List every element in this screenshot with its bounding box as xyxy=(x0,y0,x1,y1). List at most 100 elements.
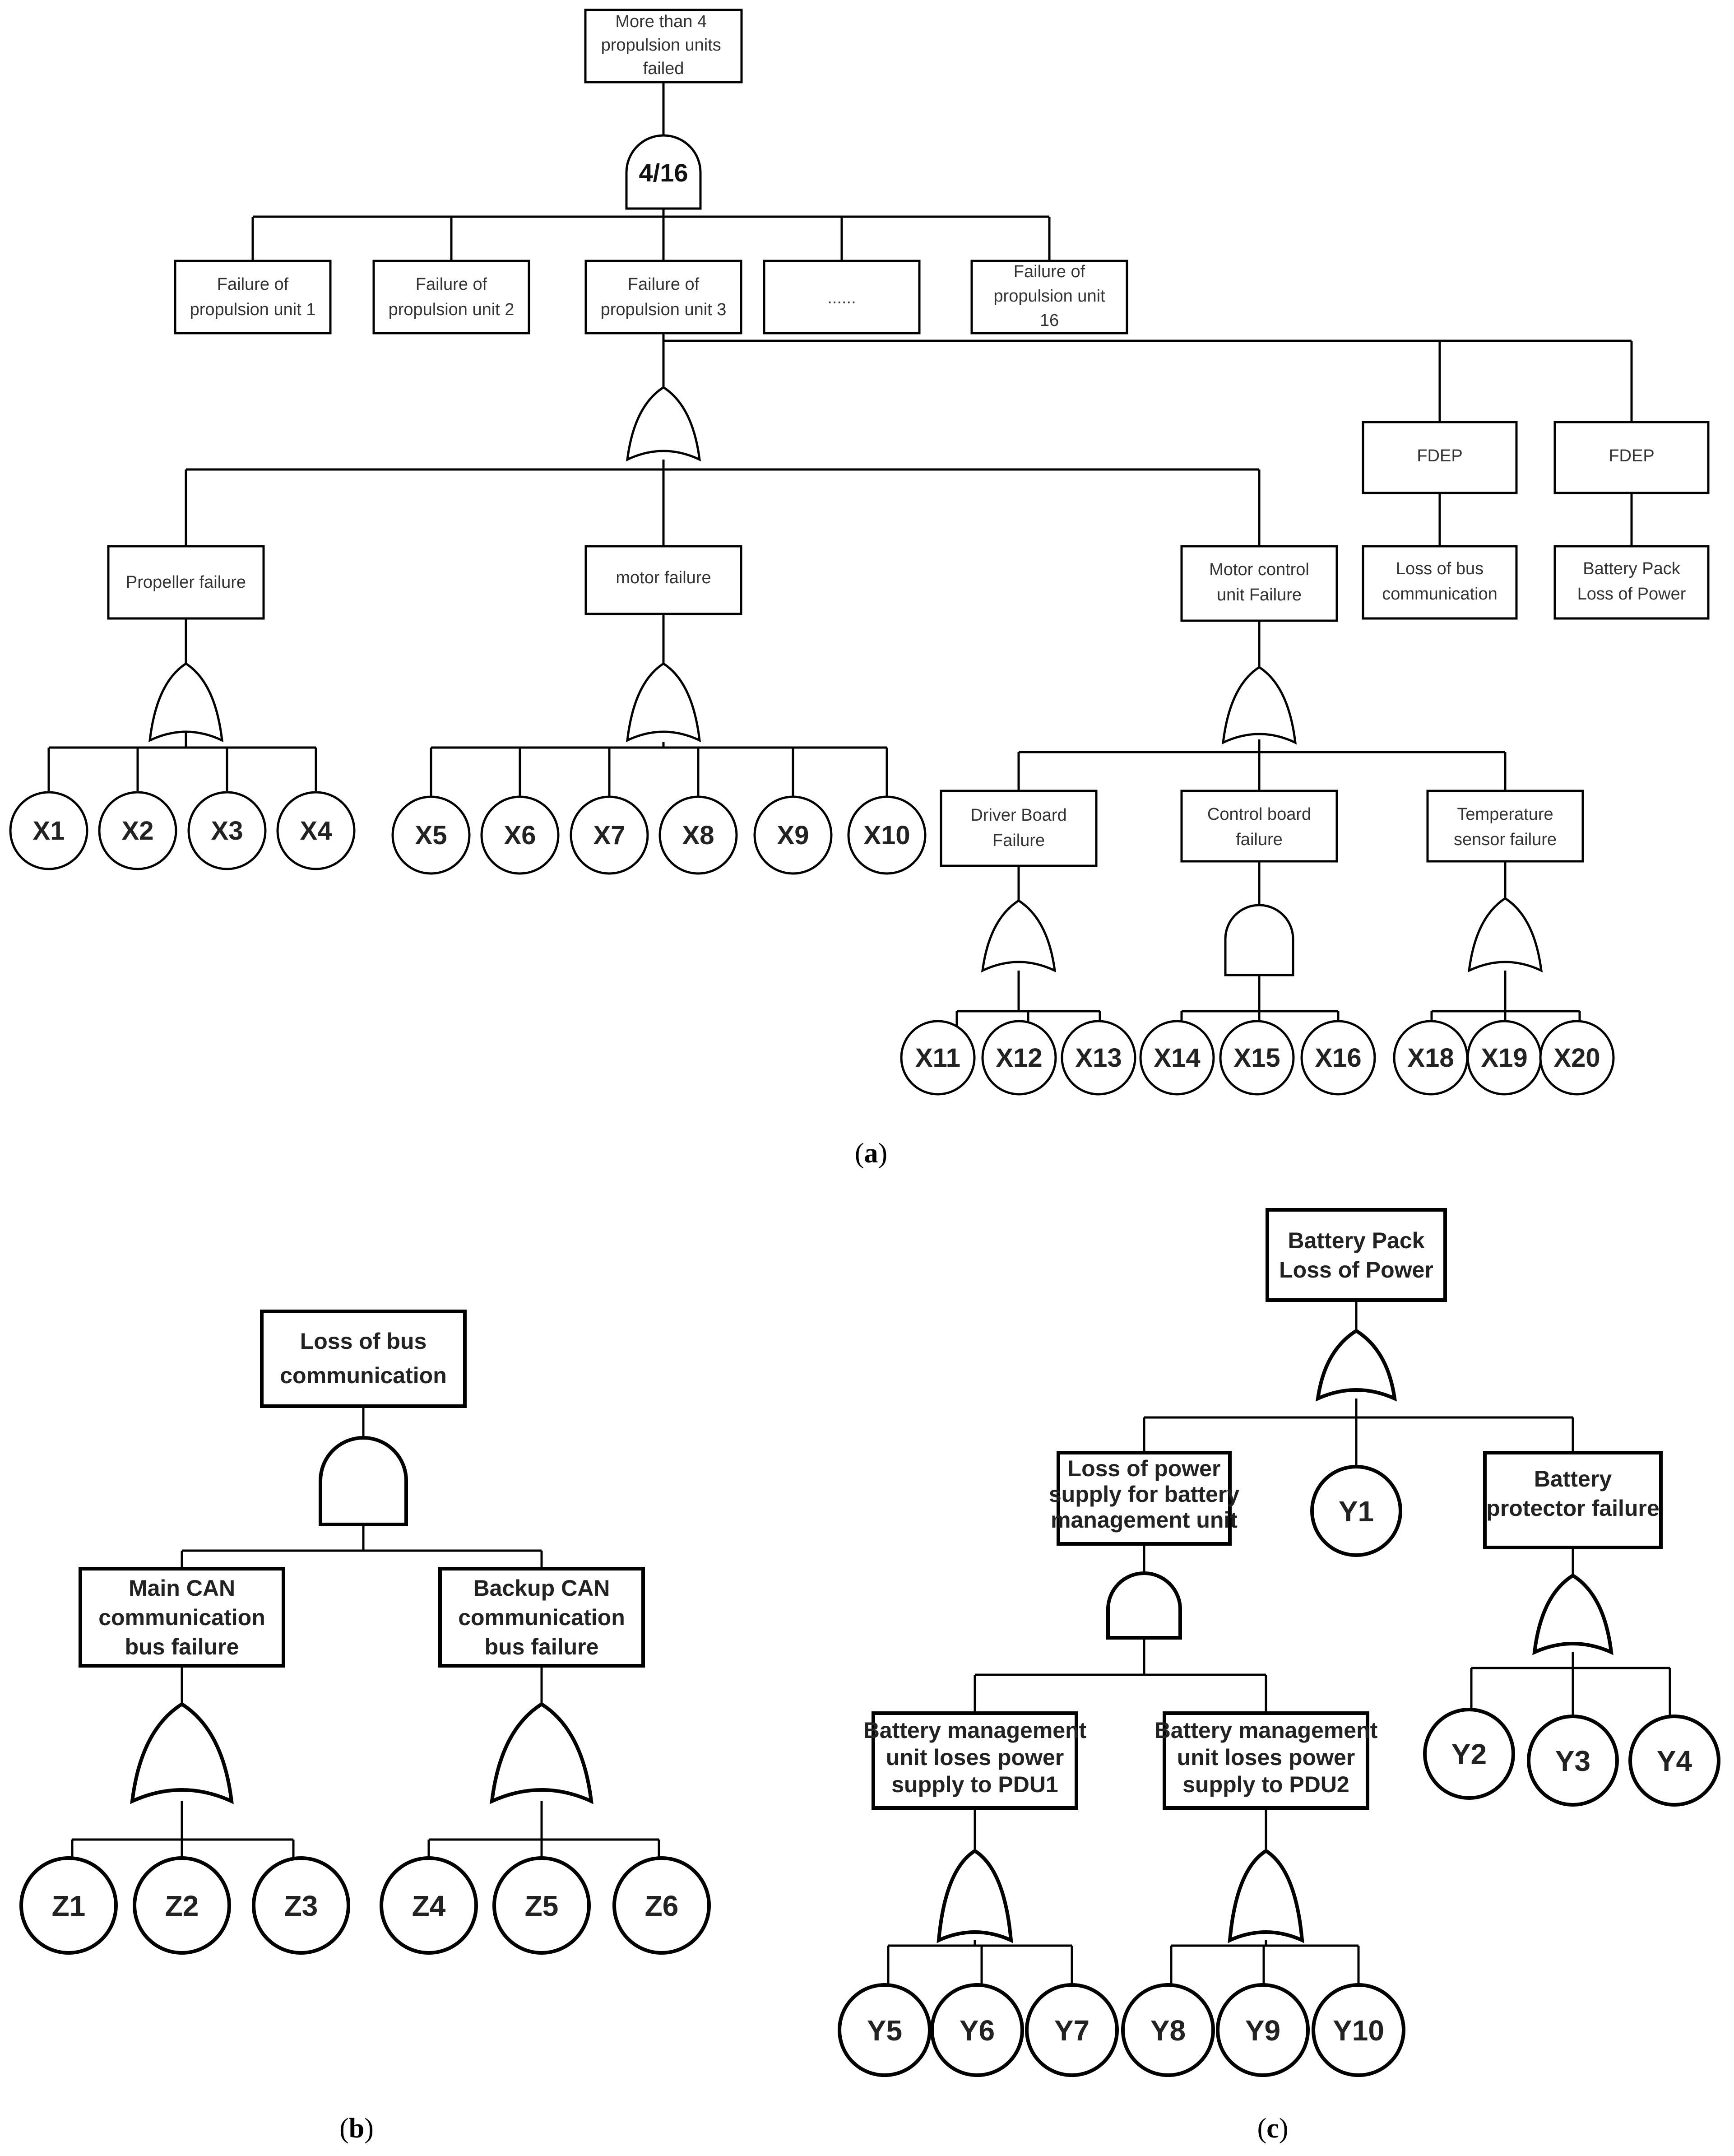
voting-gate-4-of-16: 4/16 xyxy=(625,134,702,210)
driver-board-or-gate xyxy=(981,899,1057,973)
basic-event-x11: X11 xyxy=(900,1020,976,1096)
svg-text:X19: X19 xyxy=(1481,1043,1527,1073)
propeller-failure-box: Propeller failure xyxy=(107,545,265,620)
basic-event-x4: X4 xyxy=(276,791,356,870)
svg-text:X4: X4 xyxy=(300,816,332,846)
svg-text:X8: X8 xyxy=(682,821,714,850)
pdu2-or-gate xyxy=(1228,1849,1304,1943)
caption-a: (a) xyxy=(855,1138,887,1169)
motor-failure-box: motor failure xyxy=(584,545,742,615)
svg-text:X16: X16 xyxy=(1315,1043,1361,1073)
svg-text:Propeller failure: Propeller failure xyxy=(126,573,246,592)
svg-text:......: ...... xyxy=(827,288,856,307)
basic-event-z2: Z2 xyxy=(133,1856,231,1955)
basic-event-y6: Y6 xyxy=(930,1983,1024,2077)
basic-event-z5: Z5 xyxy=(492,1856,591,1955)
battery-protector-or-gate xyxy=(1532,1573,1613,1655)
basic-event-x2: X2 xyxy=(98,791,177,870)
svg-text:X20: X20 xyxy=(1553,1043,1600,1073)
basic-event-x12: X12 xyxy=(981,1020,1057,1096)
pdu1-or-gate xyxy=(937,1849,1013,1943)
basic-event-z1: Z1 xyxy=(19,1856,118,1955)
temperature-sensor-or-gate xyxy=(1467,897,1543,973)
svg-text:Z4: Z4 xyxy=(412,1890,446,1922)
svg-text:motor failure: motor failure xyxy=(616,568,711,587)
basic-event-x3: X3 xyxy=(187,791,267,870)
svg-text:Y3: Y3 xyxy=(1555,1745,1590,1777)
svg-text:X10: X10 xyxy=(863,821,910,850)
unit-3-or-gate xyxy=(626,386,701,462)
basic-event-y1: Y1 xyxy=(1310,1465,1402,1557)
svg-text:Z2: Z2 xyxy=(165,1890,199,1922)
svg-text:Y8: Y8 xyxy=(1150,2014,1186,2047)
basic-event-y4: Y4 xyxy=(1628,1715,1720,1807)
ellipsis-units-box: ...... xyxy=(763,260,921,335)
propeller-or-gate xyxy=(148,662,224,743)
basic-event-y2: Y2 xyxy=(1423,1708,1515,1800)
svg-text:4/16: 4/16 xyxy=(639,158,688,187)
basic-event-y10: Y10 xyxy=(1312,1983,1405,2077)
fdep-gate-1: FDEP xyxy=(1362,421,1518,494)
basic-event-y3: Y3 xyxy=(1527,1715,1619,1807)
caption-c: (c) xyxy=(1257,2113,1289,2144)
svg-text:More than 4 propulsion: More than 4 propulsion units failed xyxy=(601,12,726,78)
main-can-or-gate xyxy=(130,1702,234,1804)
panel-b-connectors xyxy=(71,1406,660,1867)
svg-text:X1: X1 xyxy=(33,816,65,846)
bus-loss-and-gate xyxy=(319,1436,408,1526)
svg-text:X6: X6 xyxy=(504,821,536,850)
basic-event-x16: X16 xyxy=(1300,1020,1376,1096)
basic-event-x5: X5 xyxy=(391,795,471,875)
svg-text:X12: X12 xyxy=(996,1043,1042,1073)
fdep-gate-2: FDEP xyxy=(1553,421,1710,494)
motor-or-gate xyxy=(626,662,701,743)
svg-text:X18: X18 xyxy=(1407,1043,1454,1073)
basic-event-x9: X9 xyxy=(753,795,833,875)
svg-text:X11: X11 xyxy=(915,1043,960,1073)
basic-event-x19: X19 xyxy=(1466,1020,1542,1096)
basic-event-z3: Z3 xyxy=(252,1856,350,1955)
svg-text:Z6: Z6 xyxy=(645,1890,679,1922)
svg-text:X14: X14 xyxy=(1154,1043,1200,1073)
svg-text:X2: X2 xyxy=(122,816,154,846)
basic-event-y9: Y9 xyxy=(1216,1983,1310,2077)
basic-event-x7: X7 xyxy=(570,795,649,875)
basic-event-y7: Y7 xyxy=(1025,1983,1119,2077)
svg-text:X3: X3 xyxy=(211,816,243,846)
bmu-power-and-gate xyxy=(1106,1571,1182,1640)
mcu-or-gate xyxy=(1221,666,1297,745)
svg-text:Y1: Y1 xyxy=(1339,1495,1374,1528)
basic-event-z4: Z4 xyxy=(380,1856,478,1955)
basic-event-x13: X13 xyxy=(1061,1020,1136,1096)
panel-a-fault-tree: More than 4 propulsion units failed 4/16… xyxy=(9,9,1710,1169)
battery-pack-or-gate xyxy=(1316,1329,1397,1402)
svg-text:Z1: Z1 xyxy=(52,1890,86,1922)
svg-text:Z3: Z3 xyxy=(284,1890,318,1922)
svg-text:Y5: Y5 xyxy=(867,2014,902,2047)
